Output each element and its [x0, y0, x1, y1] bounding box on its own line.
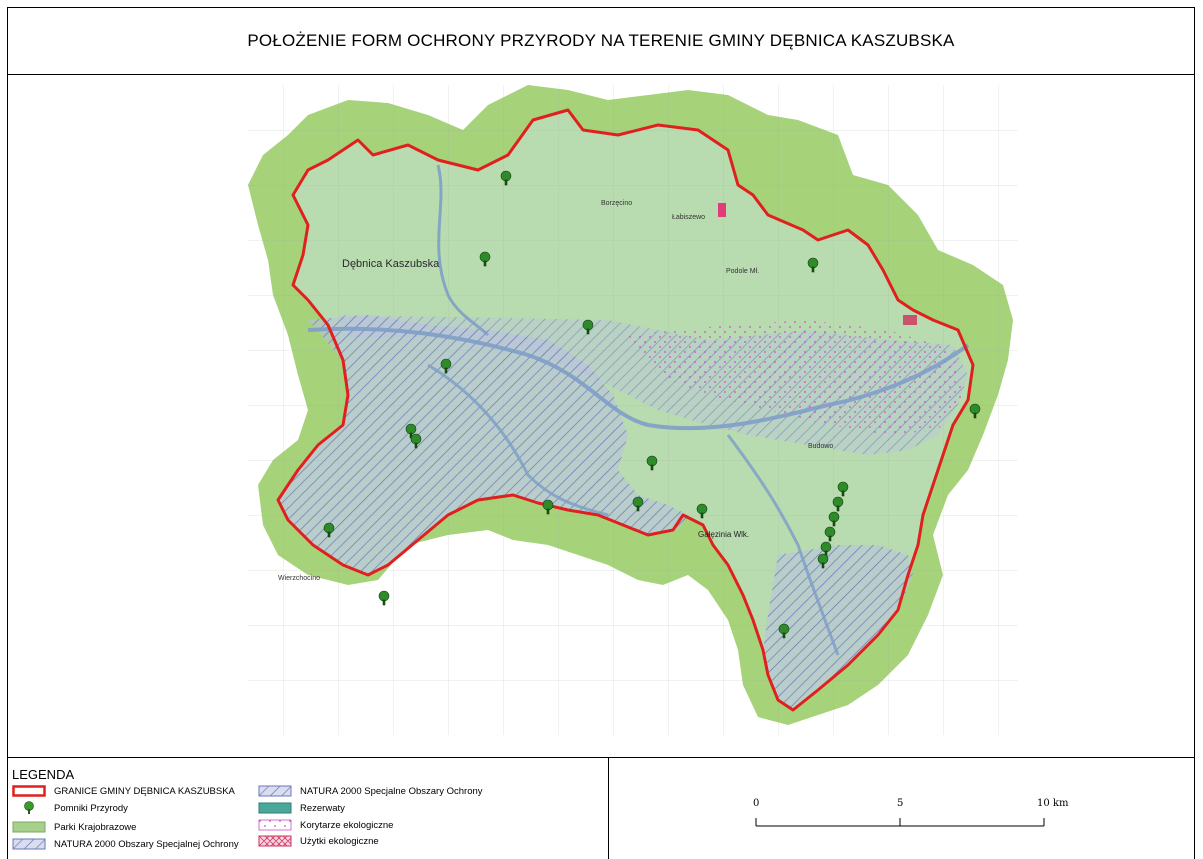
tree-marker[interactable]	[440, 358, 452, 374]
tree-marker[interactable]	[837, 481, 849, 497]
scale-label-5: 5	[897, 798, 904, 809]
reserve-swatch	[258, 802, 292, 814]
map-canvas[interactable]: Dębnica Kaszubska Borzęcino Łabiszewo Po…	[8, 75, 1194, 757]
tree-marker[interactable]	[646, 455, 658, 471]
map-frame	[7, 7, 1195, 859]
map-title: POŁOŻENIE FORM OCHRONY PRZYRODY NA TEREN…	[247, 30, 955, 50]
river-east	[726, 434, 840, 656]
ecological-use-area	[903, 315, 917, 325]
place-label: Wierzchocino	[278, 575, 320, 582]
ecological-use-area	[718, 203, 726, 217]
place-label: Łabiszewo	[672, 214, 705, 221]
legend-label: Rezerwaty	[300, 802, 345, 814]
legend-item-natura-soo: NATURA 2000 Specjalne Obszary Ochrony	[258, 785, 483, 797]
crosshatch-swatch	[258, 835, 292, 847]
tree-marker[interactable]	[969, 403, 981, 419]
tree-icon	[12, 801, 46, 814]
legend-label: GRANICE GMINY DĘBNICA KASZUBSKA	[54, 785, 235, 797]
legend-item-ecological-use: Użytki ekologiczne	[258, 835, 379, 847]
municipality-boundary	[276, 108, 975, 712]
legend-item-parks: Parki Krajobrazowe	[12, 821, 136, 833]
legend-item-corridors: Korytarze ekologiczne	[258, 819, 393, 831]
river-south	[427, 363, 609, 517]
legend-label: NATURA 2000 Obszary Specjalnej Ochrony	[54, 838, 239, 850]
scale-label-10: 10 km	[1037, 798, 1069, 809]
tree-marker[interactable]	[542, 499, 554, 515]
legend-heading: LEGENDA	[12, 767, 75, 782]
place-label: Budowo	[808, 443, 833, 450]
natura2000-area-south	[763, 545, 913, 710]
river-main	[307, 326, 970, 431]
legend-item-monuments: Pomniki Przyrody	[12, 801, 128, 814]
tree-marker[interactable]	[807, 257, 819, 273]
legend-item-reserves: Rezerwaty	[258, 802, 345, 814]
legend-label: Korytarze ekologiczne	[300, 819, 394, 831]
tree-marker[interactable]	[778, 623, 790, 639]
boundary-swatch	[12, 785, 46, 797]
ecological-corridor	[628, 320, 963, 435]
tree-marker[interactable]	[500, 170, 512, 186]
tree-marker[interactable]	[323, 522, 335, 538]
legend-label: Użytki ekologiczne	[300, 835, 379, 847]
place-label: Gałęzinia Wlk.	[698, 530, 749, 539]
tree-marker[interactable]	[479, 251, 491, 267]
tree-marker[interactable]	[582, 319, 594, 335]
hatch-swatch	[12, 838, 46, 850]
legend-item-boundary: GRANICE GMINY DĘBNICA KASZUBSKA	[12, 785, 235, 797]
legend-label: NATURA 2000 Specjalne Obszary Ochrony	[300, 785, 483, 797]
legend-item-natura-osob: NATURA 2000 Obszary Specjalnej Ochrony	[12, 838, 239, 850]
scale-line	[755, 818, 1045, 827]
title-bar: POŁOŻENIE FORM OCHRONY PRZYRODY NA TEREN…	[7, 7, 1195, 75]
scale-label-0: 0	[753, 798, 760, 809]
scale-bar: 0 5 10 km	[612, 760, 1192, 855]
legend-label: Pomniki Przyrody	[54, 802, 128, 814]
tree-marker[interactable]	[817, 553, 829, 569]
legend-separator	[7, 757, 1195, 758]
legend-panel: LEGENDA GRANICE GMINY DĘBNICA KASZUBSKA …	[10, 764, 600, 859]
tree-marker[interactable]	[410, 433, 422, 449]
tree-marker[interactable]	[832, 496, 844, 512]
tree-marker[interactable]	[696, 503, 708, 519]
tree-marker[interactable]	[828, 511, 840, 527]
dots-swatch	[258, 819, 292, 831]
panel-divider	[608, 757, 609, 859]
park-swatch	[12, 821, 46, 833]
river-north	[436, 164, 490, 337]
tree-marker[interactable]	[824, 526, 836, 542]
tree-marker[interactable]	[632, 496, 644, 512]
map-svg: Dębnica Kaszubska Borzęcino Łabiszewo Po…	[248, 85, 1018, 735]
hatch-swatch	[258, 785, 292, 797]
legend-label: Parki Krajobrazowe	[54, 821, 137, 833]
tree-marker[interactable]	[820, 541, 832, 557]
place-label: Podole Mł.	[726, 268, 759, 275]
place-label: Borzęcino	[601, 200, 632, 207]
town-label: Dębnica Kaszubska	[342, 258, 440, 270]
tree-marker[interactable]	[378, 590, 390, 606]
